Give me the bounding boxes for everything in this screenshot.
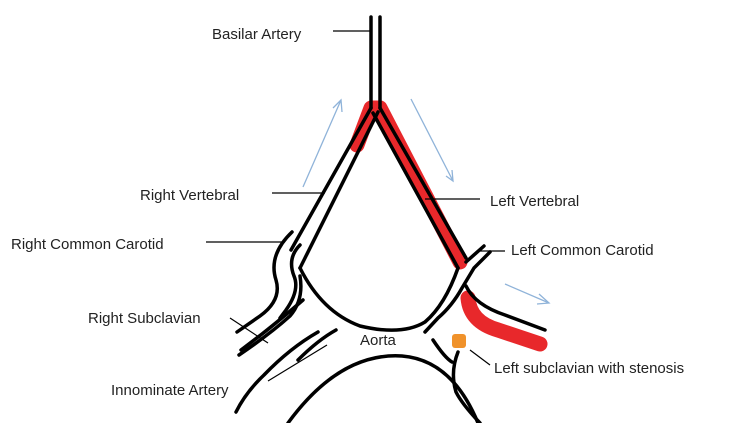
left-subclavian-leader-line — [470, 350, 490, 365]
label-right-subclavian: Right Subclavian — [88, 311, 201, 326]
aortic-arch-lower-wall — [288, 356, 478, 423]
label-right-common-carotid: Right Common Carotid — [11, 237, 164, 252]
right-vertebral-flow-arrow — [303, 100, 342, 187]
leader-lines — [206, 31, 505, 381]
left-vertebral-inner-wall — [373, 113, 458, 268]
left-subclavian-flow-arrow — [505, 284, 549, 304]
left-vertebral-outer-wall — [380, 108, 466, 258]
label-aorta: Aorta — [360, 333, 396, 348]
left-vertebral-reversed-flow — [357, 108, 460, 262]
right-vertebral-outer-wall — [291, 108, 371, 250]
label-left-common-carotid: Left Common Carotid — [511, 243, 654, 258]
left-subclavian-wall-inner — [433, 340, 452, 362]
left-subclavian-reversed-flow — [468, 298, 540, 344]
right-vertebral-inner-wall — [300, 112, 378, 268]
right-subclavian-wall-lower — [241, 300, 303, 350]
label-left-subclavian-with-stenosis: Left subclavian with stenosis — [494, 361, 684, 376]
label-right-vertebral: Right Vertebral — [140, 188, 239, 203]
stenosis-marker — [452, 334, 466, 348]
label-innominate-artery: Innominate Artery — [111, 383, 229, 398]
label-basilar-artery: Basilar Artery — [212, 27, 301, 42]
label-left-vertebral: Left Vertebral — [490, 194, 579, 209]
